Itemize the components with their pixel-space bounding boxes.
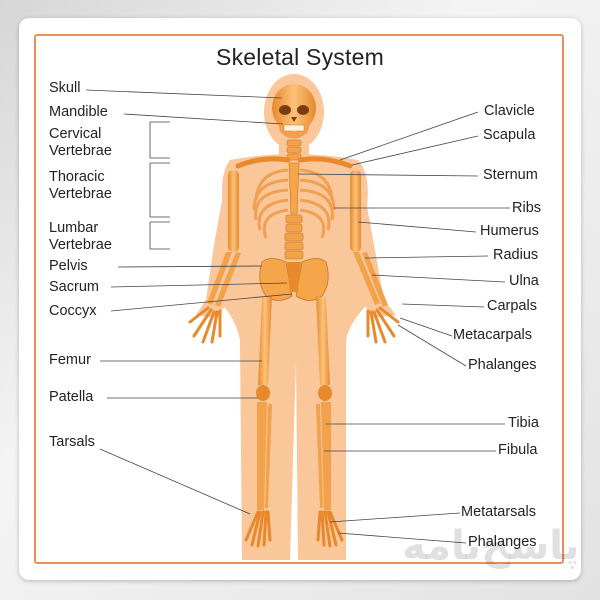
label-cervical-vertebrae: Cervical Vertebrae (49, 126, 112, 160)
humerus-bone (228, 170, 361, 252)
spine (284, 139, 304, 260)
pelvis-bone (259, 258, 329, 301)
watermark-logo: پاسخ‌نامه (402, 523, 580, 569)
sternum-bone (288, 162, 300, 215)
label-ulna: Ulna (509, 273, 539, 289)
label-cervical-line2: Vertebrae (49, 143, 112, 159)
diagram-frame (34, 34, 564, 564)
patella-bone (256, 385, 332, 401)
label-thoracic-line1: Thoracic (49, 169, 105, 185)
label-phalanges-hand: Phalanges (468, 357, 537, 373)
label-clavicle: Clavicle (484, 103, 535, 119)
rib-cage (252, 168, 336, 239)
label-cervical-line1: Cervical (49, 126, 102, 142)
label-tibia: Tibia (508, 415, 539, 431)
label-radius: Radius (493, 247, 539, 263)
label-lumbar-line1: Lumbar (49, 220, 99, 236)
leader-lines-left (85, 89, 293, 515)
diagram-title: Skeletal System (216, 44, 384, 70)
label-femur: Femur (49, 352, 91, 368)
label-humerus: Humerus (480, 223, 539, 239)
hand-bones (188, 306, 400, 344)
label-carpals: Carpals (487, 298, 537, 314)
label-metacarpals: Metacarpals (453, 327, 532, 343)
label-patella: Patella (49, 389, 94, 405)
label-scapula: Scapula (483, 127, 536, 143)
radius-ulna-bones (207, 252, 388, 307)
label-fibula: Fibula (498, 442, 538, 458)
mandible-bone (278, 122, 310, 139)
label-sacrum: Sacrum (49, 279, 99, 295)
label-phalanges-foot: Phalanges (468, 534, 537, 550)
label-lumbar-line2: Vertebrae (49, 237, 112, 253)
foot-bones (244, 510, 344, 548)
leader-lines-right (297, 111, 510, 544)
tibia-fibula-bones (257, 402, 331, 510)
femur-bone (258, 296, 330, 385)
label-metatarsals: Metatarsals (461, 504, 536, 520)
label-mandible: Mandible (49, 104, 108, 120)
label-pelvis: Pelvis (49, 258, 88, 274)
label-skull: Skull (49, 80, 81, 96)
label-ribs: Ribs (512, 200, 542, 216)
label-sternum: Sternum (483, 167, 538, 183)
label-lumbar-vertebrae: Lumbar Vertebrae (49, 220, 112, 254)
label-coccyx: Coccyx (49, 303, 97, 319)
label-tarsals: Tarsals (49, 434, 95, 450)
skull-bone (272, 84, 316, 132)
clavicle-bone (235, 156, 353, 169)
label-thoracic-line2: Vertebrae (49, 186, 112, 202)
label-thoracic-vertebrae: Thoracic Vertebrae (49, 169, 112, 203)
